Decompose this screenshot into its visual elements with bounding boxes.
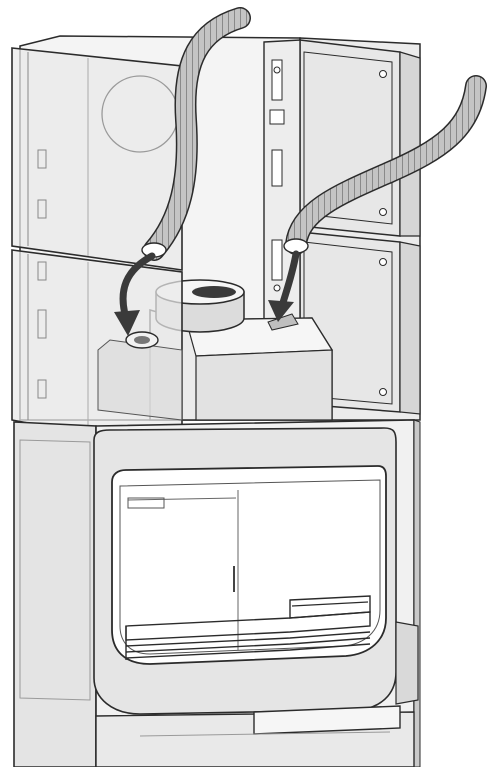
convection-box <box>149 309 334 421</box>
left-air-socket <box>125 331 159 349</box>
right-flexible-air-hose <box>283 75 487 255</box>
ash-drawer-handle <box>253 705 401 735</box>
curved-down-arrow-icon <box>114 252 156 336</box>
lower-front-panel <box>95 705 415 767</box>
screw-icon <box>379 70 387 78</box>
screw-icon <box>379 258 387 266</box>
screw-icon <box>379 208 387 216</box>
hinge-icon <box>273 284 281 292</box>
curved-down-arrow-icon <box>268 250 300 322</box>
left-side-panel-lower <box>11 249 183 453</box>
firebox-grate <box>125 595 371 660</box>
door-side-rim <box>395 621 419 705</box>
screw-icon <box>379 388 387 396</box>
hinge-rail <box>263 39 301 331</box>
hinge-icon <box>273 66 281 74</box>
right-air-socket <box>267 313 299 331</box>
left-flexible-air-hose <box>141 7 251 261</box>
fire-door <box>93 427 397 715</box>
